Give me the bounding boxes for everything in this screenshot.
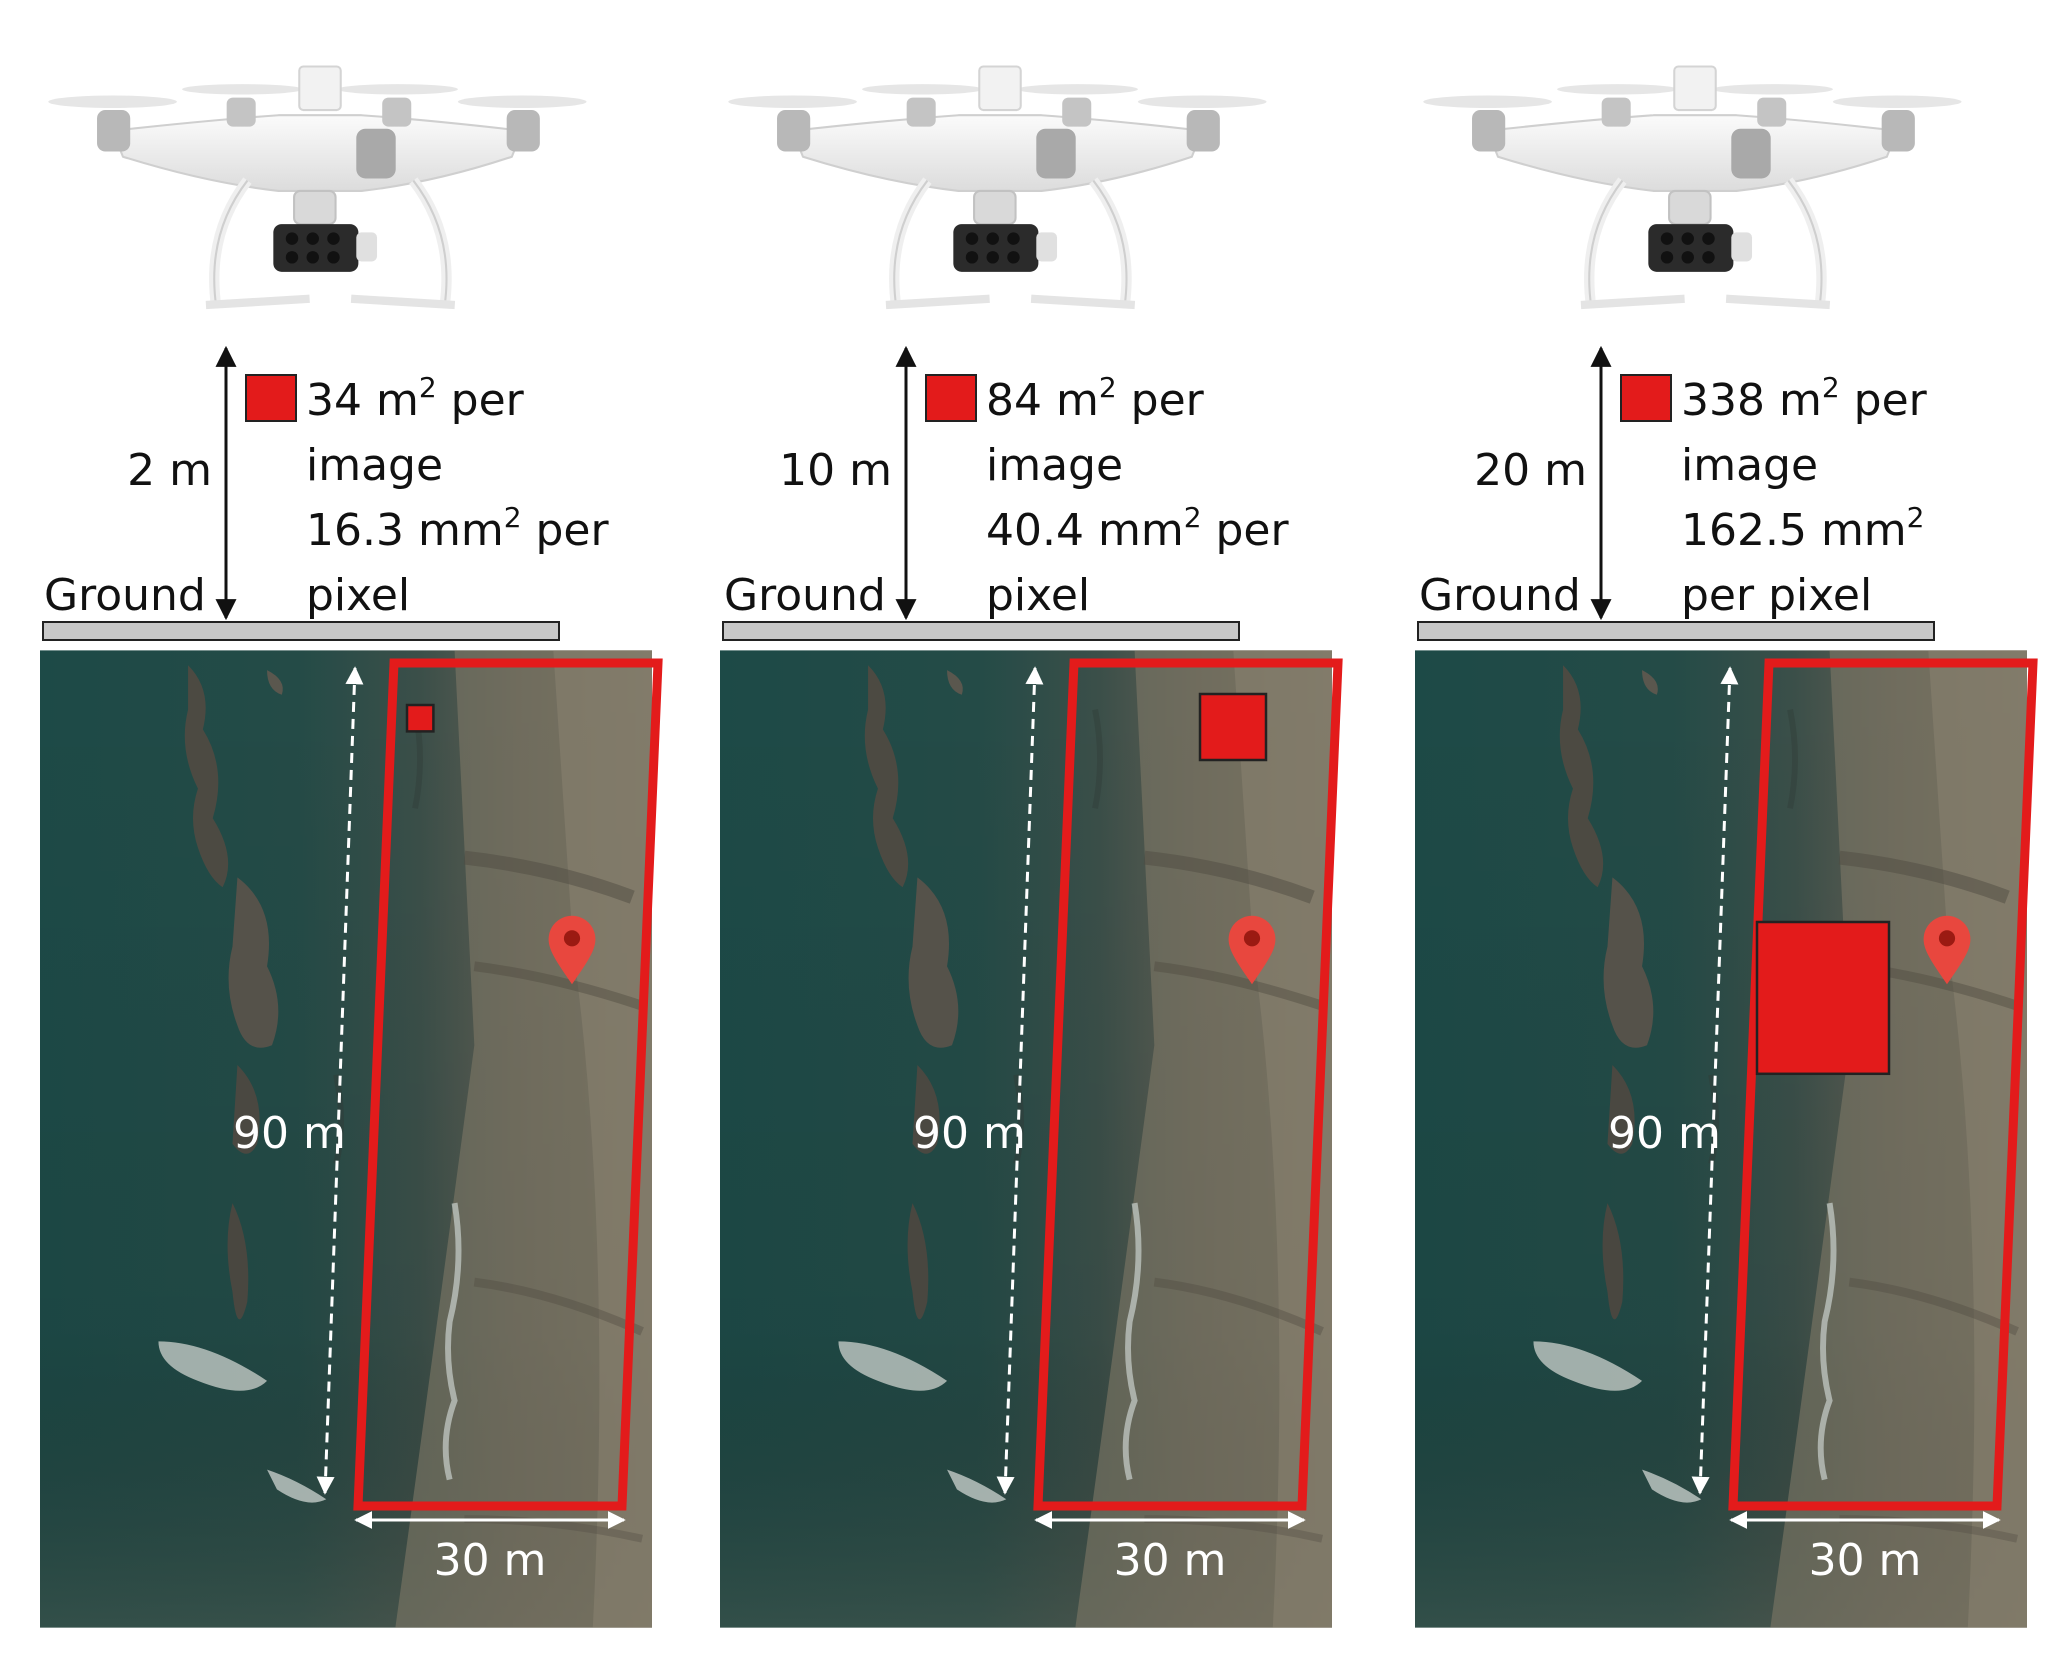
survey-area-outline (353, 658, 663, 1511)
drone-icon (728, 66, 1266, 307)
length-arrow (1691, 666, 1739, 1495)
height-label: 2 m (127, 445, 212, 496)
altitude-panel-1: 2 m Ground 34 m2 per image 16.3 mm2 per pixel… (40, 66, 663, 1627)
altitude-panel-2: 10 m Ground 84 m2 per image 40.4 mm2 per pixe… (720, 66, 1343, 1627)
aerial-beach-photo (1415, 650, 2027, 1627)
drone-icon (1423, 66, 1961, 307)
resolution-text-line: 84 m2 per (986, 371, 1205, 426)
length-label: 90 m (1608, 1108, 1721, 1159)
footprint-legend-swatch (245, 374, 297, 422)
altitude-panel-3: 20 m Ground 338 m2 per image 162.5 mm2 per pi… (1415, 66, 2038, 1627)
ground-label: Ground (44, 570, 206, 621)
resolution-text-line: image (1681, 440, 1818, 491)
width-label: 30 m (1809, 1535, 1922, 1586)
resolution-text-line: 16.3 mm2 per (306, 501, 610, 556)
resolution-text-line: pixel (986, 570, 1090, 621)
resolution-text-line: image (986, 440, 1123, 491)
resolution-text-line: 34 m2 per (306, 371, 525, 426)
image-footprint (1198, 692, 1268, 762)
footprint-legend-swatch (1620, 374, 1672, 422)
height-label: 10 m (779, 445, 892, 496)
footprint-legend-swatch (925, 374, 977, 422)
width-label: 30 m (434, 1535, 547, 1586)
length-arrow (316, 666, 364, 1495)
aerial-beach-photo (720, 650, 1332, 1627)
height-label: 20 m (1474, 445, 1587, 496)
image-footprint (1755, 920, 1891, 1076)
ground-label: Ground (724, 570, 886, 621)
ground-label: Ground (1419, 570, 1581, 621)
resolution-text-line: 338 m2 per (1681, 371, 1928, 426)
resolution-text-line: 40.4 mm2 per (986, 501, 1290, 556)
survey-area-outline (1033, 658, 1343, 1511)
survey-area-outline (1728, 658, 2038, 1511)
resolution-text-line: per pixel (1681, 570, 1872, 621)
drone-icon (48, 66, 586, 307)
length-label: 90 m (233, 1108, 346, 1159)
ground-bar (722, 621, 1240, 641)
resolution-text-line: image (306, 440, 443, 491)
aerial-beach-photo (40, 650, 652, 1627)
length-label: 90 m (913, 1108, 1026, 1159)
image-footprint (405, 703, 435, 733)
ground-bar (42, 621, 560, 641)
ground-bar (1417, 621, 1935, 641)
resolution-text-line: pixel (306, 570, 410, 621)
length-arrow (996, 666, 1044, 1495)
width-label: 30 m (1114, 1535, 1227, 1586)
resolution-text-line: 162.5 mm2 (1681, 501, 1925, 556)
